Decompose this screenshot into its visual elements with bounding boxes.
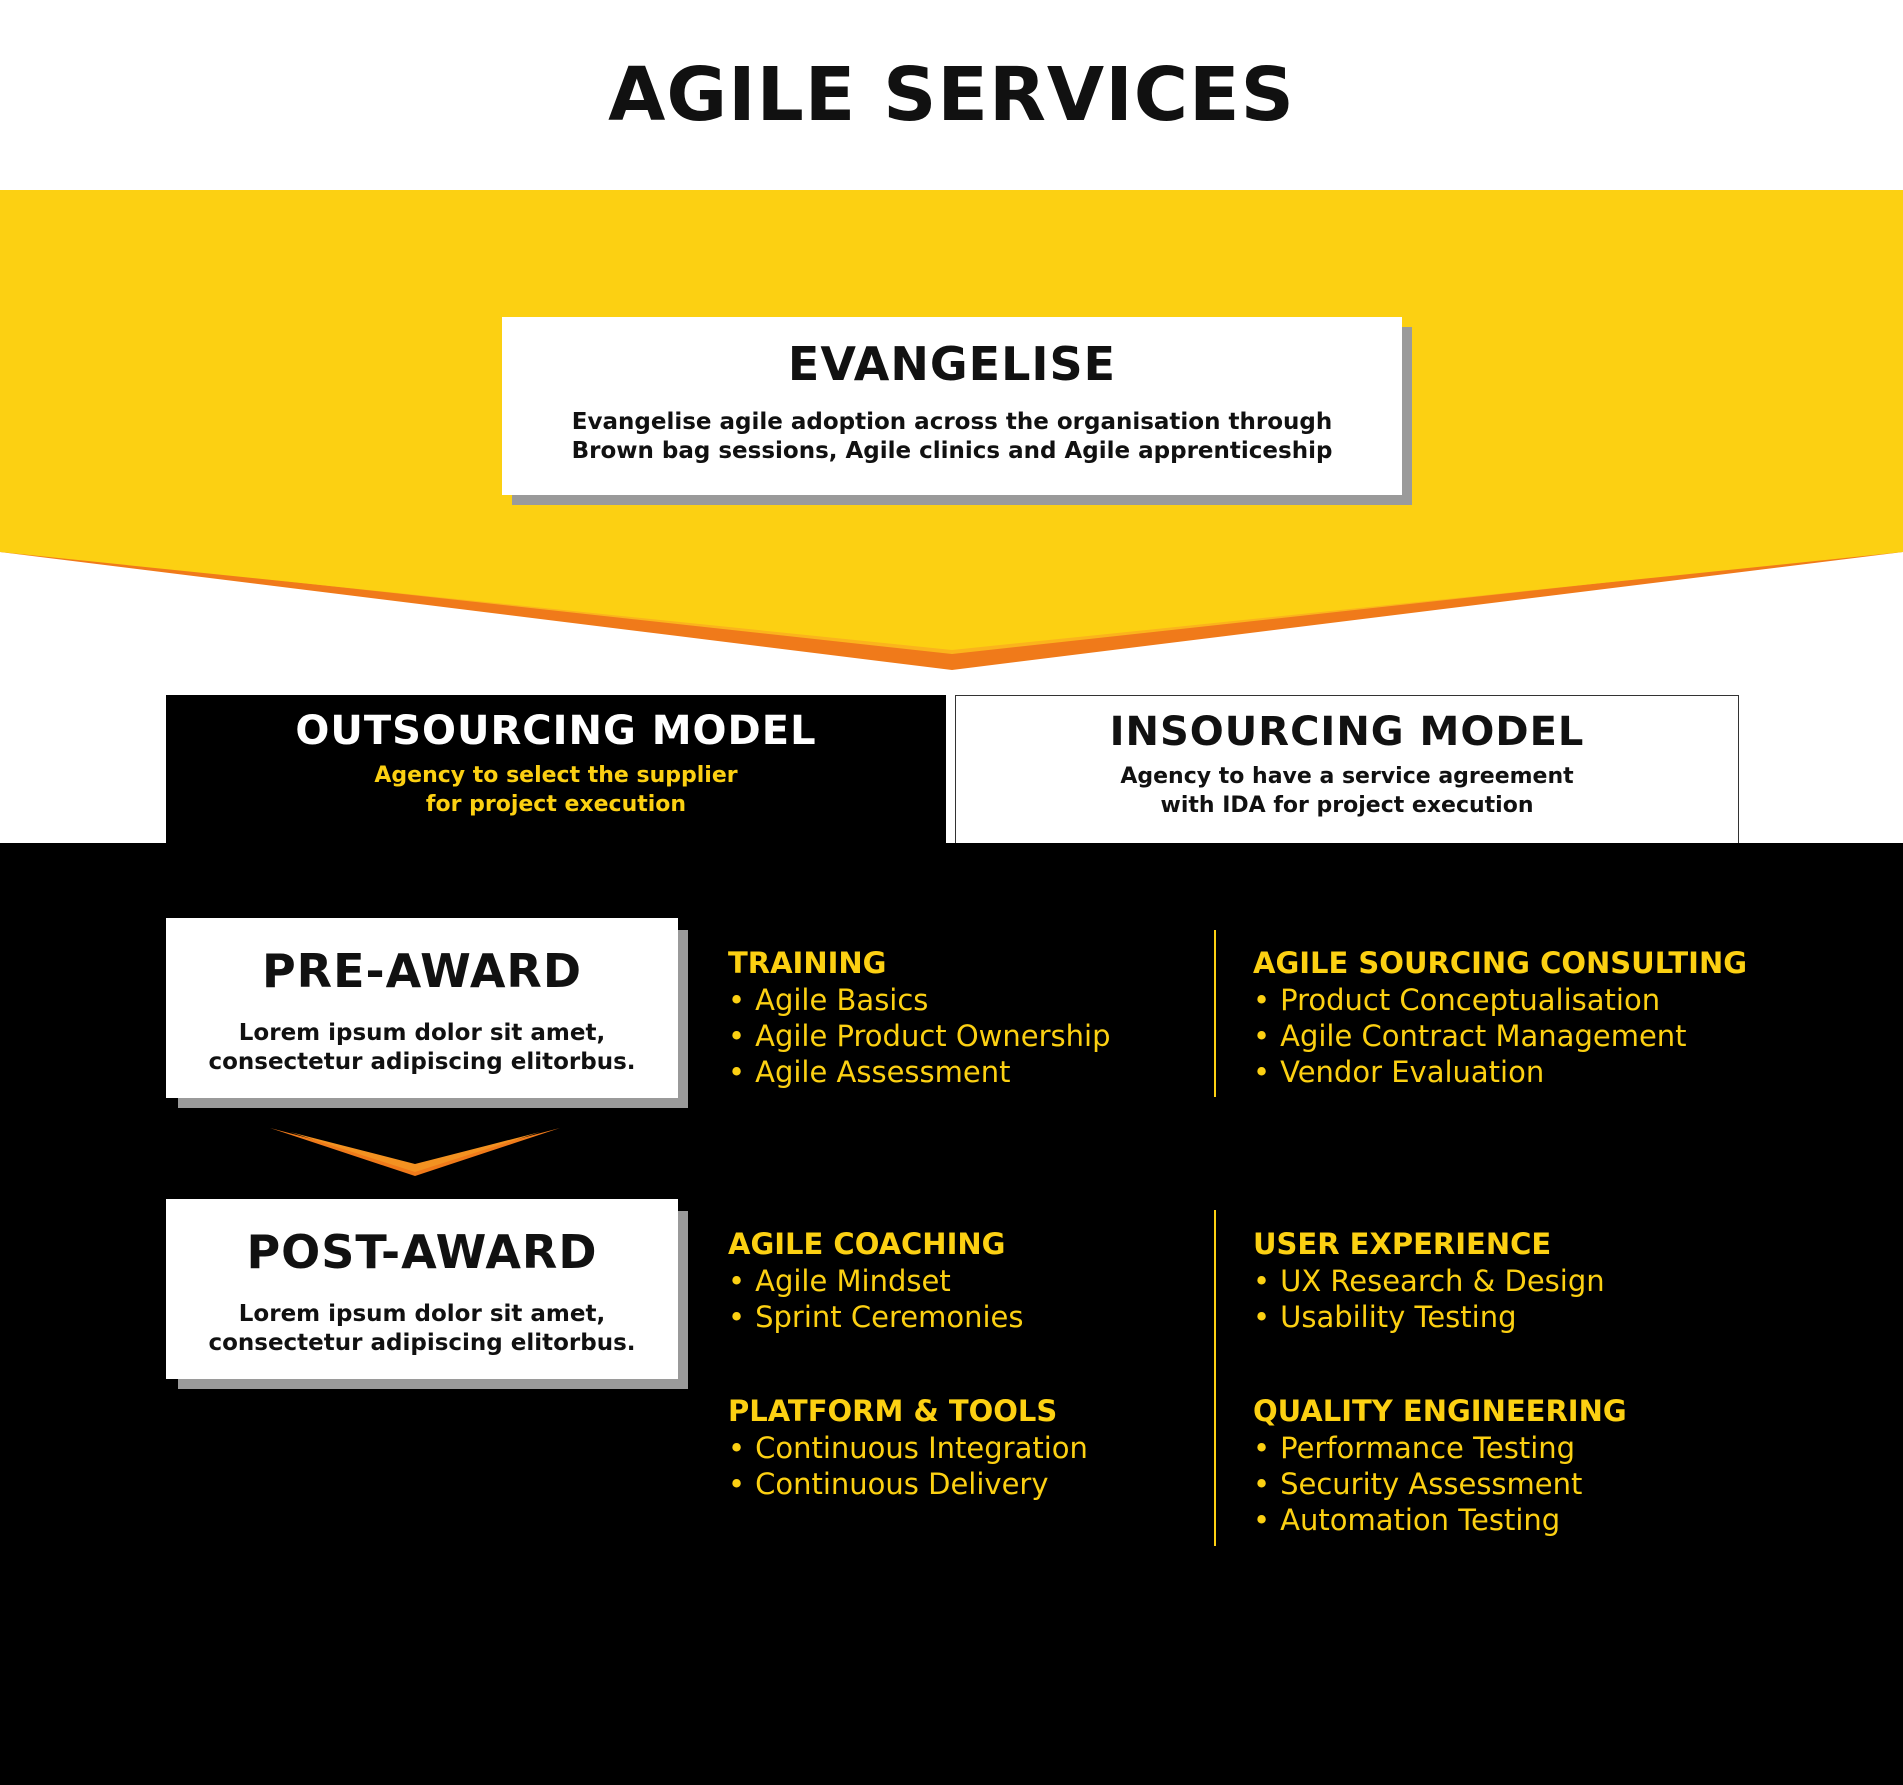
- service-item: • Sprint Ceremonies: [728, 1299, 1023, 1335]
- service-item-label: Automation Testing: [1280, 1503, 1561, 1537]
- bullet-icon: •: [728, 1055, 746, 1089]
- service-item: • Security Assessment: [1253, 1466, 1627, 1502]
- service-item-label: Agile Mindset: [755, 1264, 951, 1298]
- bullet-icon: •: [1253, 1467, 1271, 1501]
- post-award-text-line-1: Lorem ipsum dolor sit amet,: [238, 1300, 606, 1327]
- service-item-label: Agile Assessment: [755, 1055, 1011, 1089]
- evangelise-title: EVANGELISE: [787, 337, 1117, 391]
- bullet-icon: •: [1253, 983, 1271, 1017]
- outsourcing-text-line-1: Agency to select the supplier: [374, 763, 738, 788]
- service-group-agile-sourcing-consulting: AGILE SOURCING CONSULTING • Product Conce…: [1253, 945, 1747, 1090]
- service-group-heading: PLATFORM & TOOLS: [728, 1394, 1058, 1428]
- service-item-label: Continuous Integration: [755, 1431, 1088, 1465]
- service-list: • UX Research & Design • Usability Testing: [1253, 1263, 1605, 1335]
- service-item: • Continuous Integration: [728, 1430, 1088, 1466]
- service-item: • Agile Mindset: [728, 1263, 1023, 1299]
- service-item-label: Performance Testing: [1280, 1431, 1576, 1465]
- chevron-down-icon: [270, 1128, 560, 1176]
- service-item: • Product Conceptualisation: [1253, 982, 1747, 1018]
- insourcing-text-line-1: Agency to have a service agreement: [1120, 764, 1574, 789]
- post-award-text-line-2: consectetur adipiscing elitorbus.: [208, 1330, 636, 1357]
- service-item: • Continuous Delivery: [728, 1466, 1088, 1502]
- bullet-icon: •: [1253, 1019, 1271, 1053]
- service-item-label: Vendor Evaluation: [1280, 1055, 1545, 1089]
- service-group-quality-engineering: QUALITY ENGINEERING • Performance Testing…: [1253, 1393, 1627, 1538]
- service-item: • Agile Basics: [728, 982, 1111, 1018]
- service-item-label: Continuous Delivery: [755, 1467, 1049, 1501]
- service-group-heading: QUALITY ENGINEERING: [1253, 1394, 1627, 1428]
- service-item-label: Security Assessment: [1280, 1467, 1583, 1501]
- post-award-title: POST-AWARD: [246, 1225, 598, 1279]
- service-item-label: Product Conceptualisation: [1280, 983, 1661, 1017]
- bullet-icon: •: [1253, 1503, 1271, 1537]
- bullet-icon: •: [728, 1431, 746, 1465]
- service-item-label: Agile Product Ownership: [755, 1019, 1111, 1053]
- service-list: • Continuous Integration • Continuous Deli…: [728, 1430, 1088, 1502]
- pre-award-title: PRE-AWARD: [261, 944, 583, 998]
- service-group-platform-tools: PLATFORM & TOOLS • Continuous Integration…: [728, 1393, 1088, 1502]
- service-list: • Agile Basics • Agile Product Ownership •…: [728, 982, 1111, 1090]
- page-title: AGILE SERVICES: [608, 52, 1295, 138]
- pre-award-text-line-1: Lorem ipsum dolor sit amet,: [238, 1019, 606, 1046]
- service-group-agile-coaching: AGILE COACHING • Agile Mindset • Sprint Ce…: [728, 1226, 1023, 1335]
- service-item: • Agile Product Ownership: [728, 1018, 1111, 1054]
- service-item: • Agile Assessment: [728, 1054, 1111, 1090]
- evangelise-card: EVANGELISE Evangelise agile adoption acr…: [502, 317, 1402, 495]
- service-item-label: Agile Contract Management: [1280, 1019, 1687, 1053]
- bullet-icon: •: [728, 1300, 746, 1334]
- service-item: • Usability Testing: [1253, 1299, 1605, 1335]
- service-group-training: TRAINING • Agile Basics • Agile Product Ow…: [728, 945, 1111, 1090]
- service-group-heading: AGILE COACHING: [728, 1227, 1006, 1261]
- insourcing-model-description: Agency to have a service agreement with …: [1087, 762, 1607, 820]
- service-group-heading: USER EXPERIENCE: [1253, 1227, 1552, 1261]
- pre-award-text-line-2: consectetur adipiscing elitorbus.: [208, 1049, 636, 1076]
- yellow-chevron-band: [0, 190, 1903, 670]
- bullet-icon: •: [1253, 1300, 1271, 1334]
- post-award-description: Lorem ipsum dolor sit amet, consectetur …: [192, 1300, 652, 1360]
- bullet-icon: •: [728, 983, 746, 1017]
- service-list: • Agile Mindset • Sprint Ceremonies: [728, 1263, 1023, 1335]
- column-divider: [1214, 1210, 1216, 1546]
- service-item: • Performance Testing: [1253, 1430, 1627, 1466]
- service-list: • Performance Testing • Security Assessmen…: [1253, 1430, 1627, 1538]
- insourcing-model-box: INSOURCING MODEL Agency to have a servic…: [955, 695, 1739, 843]
- pre-award-description: Lorem ipsum dolor sit amet, consectetur …: [192, 1019, 652, 1079]
- outsourcing-model-description: Agency to select the supplier for projec…: [296, 761, 816, 819]
- insourcing-text-line-2: with IDA for project execution: [1160, 793, 1534, 819]
- service-group-user-experience: USER EXPERIENCE • UX Research & Design • U…: [1253, 1226, 1605, 1335]
- pre-award-card: PRE-AWARD Lorem ipsum dolor sit amet, co…: [166, 918, 678, 1098]
- bullet-icon: •: [728, 1264, 746, 1298]
- evangelise-description: Evangelise agile adoption across the org…: [571, 408, 1333, 465]
- service-item-label: Agile Basics: [755, 983, 929, 1017]
- service-item-label: UX Research & Design: [1280, 1264, 1605, 1298]
- outsourcing-text-line-2: for project execution: [425, 792, 687, 818]
- column-divider: [1214, 930, 1216, 1097]
- service-group-heading: AGILE SOURCING CONSULTING: [1253, 946, 1748, 980]
- service-item: • Agile Contract Management: [1253, 1018, 1747, 1054]
- service-item: • Automation Testing: [1253, 1502, 1627, 1538]
- bullet-icon: •: [1253, 1431, 1271, 1465]
- outsourcing-model-box: OUTSOURCING MODEL Agency to select the s…: [166, 695, 946, 843]
- service-list: • Product Conceptualisation • Agile Contra…: [1253, 982, 1747, 1090]
- bullet-icon: •: [1253, 1055, 1271, 1089]
- bullet-icon: •: [728, 1467, 746, 1501]
- service-group-heading: TRAINING: [728, 946, 887, 980]
- post-award-card: POST-AWARD Lorem ipsum dolor sit amet, c…: [166, 1199, 678, 1379]
- service-item-label: Usability Testing: [1280, 1300, 1517, 1334]
- insourcing-model-title: INSOURCING MODEL: [1109, 709, 1585, 755]
- bullet-icon: •: [1253, 1264, 1271, 1298]
- service-item: • Vendor Evaluation: [1253, 1054, 1747, 1090]
- service-item: • UX Research & Design: [1253, 1263, 1605, 1299]
- outsourcing-model-title: OUTSOURCING MODEL: [295, 708, 817, 754]
- bullet-icon: •: [728, 1019, 746, 1053]
- service-item-label: Sprint Ceremonies: [755, 1300, 1024, 1334]
